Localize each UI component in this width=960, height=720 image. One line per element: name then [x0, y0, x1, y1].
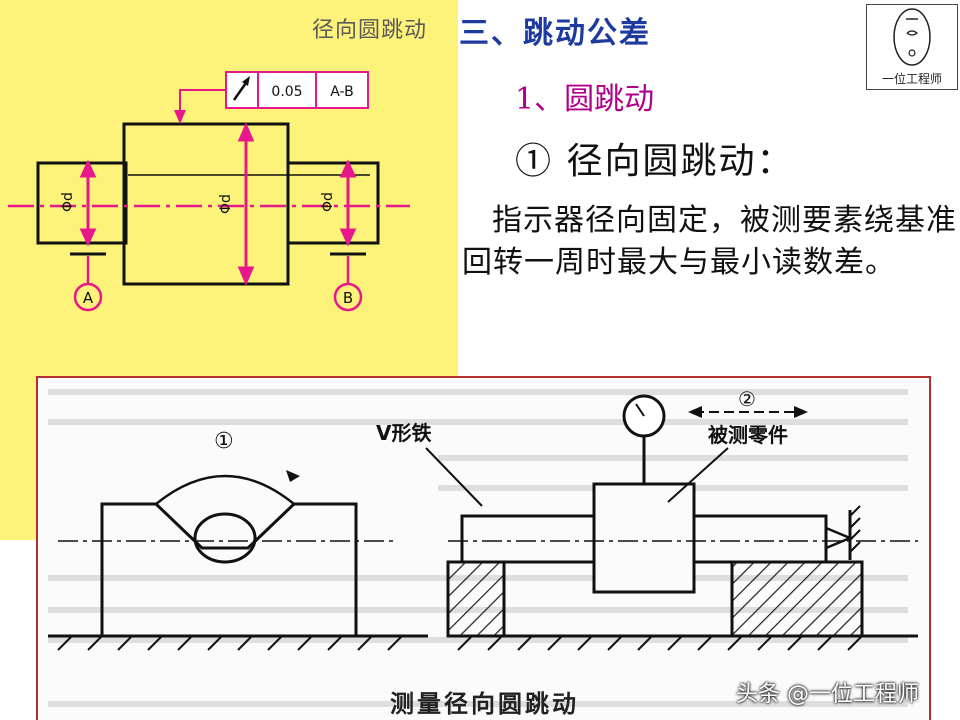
datum-a-symbol: A: [70, 252, 106, 312]
center-tip: [824, 505, 861, 560]
section-title: 三、跳动公差: [459, 16, 651, 51]
middle-body: [122, 122, 290, 286]
arrow-2: [688, 406, 808, 418]
datum-b-symbol: B: [330, 252, 366, 312]
dim-arrow-left: [79, 159, 97, 247]
support-right: [730, 560, 864, 638]
label-part: 被测零件: [708, 423, 788, 447]
dim-arrow-mid: [237, 122, 255, 286]
item-title: ① 径向圆跳动：: [515, 141, 795, 182]
left-shaft: [36, 161, 128, 245]
label-2: ②: [738, 387, 756, 411]
right-shaft: [286, 161, 380, 245]
photo-caption: 测量径向圆跳动: [390, 689, 579, 718]
datum-a-label: A: [83, 289, 94, 307]
label-v-block: V形铁: [376, 421, 431, 445]
datum-b-label: B: [343, 289, 353, 307]
label-1: ①: [214, 429, 234, 454]
feature-control-frame: 0.05 A-B: [174, 71, 369, 124]
tolerance-drawing: Φd Φd Φd A B 0.05 A-B: [8, 71, 410, 312]
logo: 一位工程师: [866, 4, 958, 90]
logo-text: 一位工程师: [881, 72, 942, 86]
behind-caption: 径向圆跳动: [312, 18, 428, 43]
dim-right-label: Φd: [320, 192, 336, 212]
dim-arrow-right: [339, 159, 357, 247]
measurement-drawing: ①: [48, 387, 918, 707]
subsection-title: 1、圆跳动: [515, 82, 655, 117]
support-left: [446, 560, 506, 638]
datum-ref: A-B: [330, 84, 353, 100]
logo-seal-icon: [893, 8, 931, 66]
watermark: 头条 @一位工程师: [736, 682, 919, 707]
description-text: 指示器径向固定，被测要素绕基准回转一周时最大与最小读数差。: [462, 203, 957, 280]
dim-mid-label: Φd: [218, 194, 234, 214]
v-block-left: [58, 470, 398, 638]
measurement-photo: ①: [36, 376, 931, 720]
dial-indicator-icon: [622, 394, 666, 484]
tolerance-value: 0.05: [271, 84, 302, 100]
dim-left-label: Φd: [60, 192, 76, 212]
runout-arrow-icon: [232, 76, 250, 101]
